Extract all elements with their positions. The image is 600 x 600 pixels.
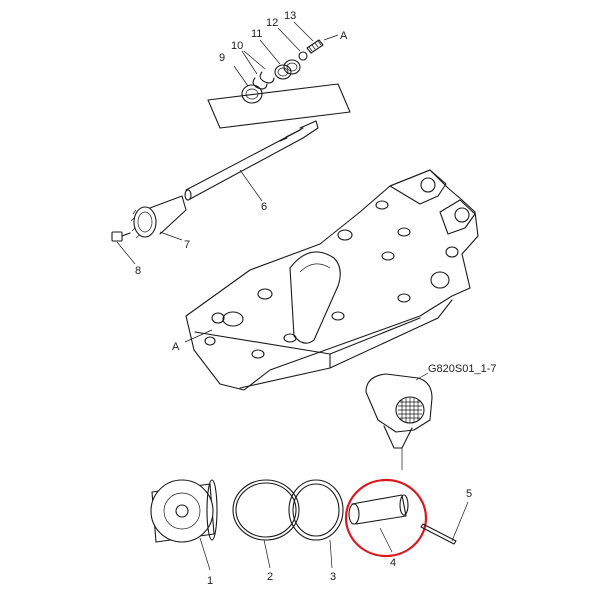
lift-housing[interactable] (184, 169, 479, 391)
connector-label-housing: A (172, 341, 180, 353)
callout-6: 6 (261, 201, 267, 213)
circlip-part-9[interactable] (233, 65, 263, 104)
callout-4: 4 (390, 557, 396, 569)
callout-7: 7 (184, 239, 190, 251)
callout-10: 10 (231, 40, 243, 52)
callout-13: 13 (284, 10, 296, 22)
callout-8: 8 (135, 265, 141, 277)
callout-labels: 1 2 3 4 5 6 7 8 9 10 11 12 13 A A G820S0… (135, 10, 497, 587)
callout-5: 5 (466, 488, 472, 500)
piston-part-1[interactable] (150, 479, 218, 571)
drawing-code: G820S01_1-7 (428, 363, 497, 375)
split-pin-part-5[interactable] (420, 501, 469, 545)
cylinder-assembly[interactable] (365, 372, 433, 470)
pin-part-4[interactable] (348, 494, 409, 553)
highlight-circle (344, 478, 428, 558)
callout-3: 3 (330, 571, 336, 583)
callout-9: 9 (219, 52, 225, 64)
callout-1: 1 (207, 575, 213, 587)
connector-label-top: A (340, 30, 348, 42)
callout-12: 12 (266, 17, 278, 29)
washer-part-11[interactable] (259, 39, 301, 80)
spring-pin-part-13[interactable] (293, 21, 339, 54)
lift-shaft-part-6[interactable] (184, 120, 319, 202)
bearing-part-7[interactable] (130, 195, 187, 241)
o-ring-part-12[interactable] (277, 27, 308, 61)
circlip-part-10[interactable] (241, 50, 275, 90)
seal-ring-part-2[interactable] (232, 479, 300, 569)
bolt-part-8[interactable] (111, 231, 136, 265)
backup-ring-part-3[interactable] (288, 479, 344, 569)
callout-11: 11 (251, 28, 262, 40)
housing-bosses (204, 200, 459, 359)
assembly-frame-outline (207, 83, 351, 129)
callout-2: 2 (267, 571, 273, 583)
